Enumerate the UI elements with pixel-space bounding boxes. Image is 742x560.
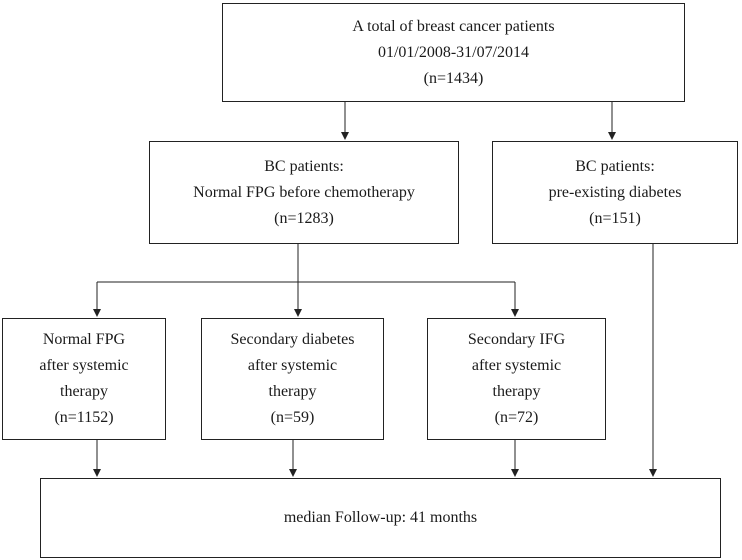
box-secondary-ifg-line-2: after systemic (471, 357, 562, 374)
box-secondary-diabetes-line-1: Secondary diabetes (230, 331, 355, 348)
box-median-followup: median Follow-up: 41 months (40, 478, 721, 558)
box-normal-fpg-before-line-2: Normal FPG before chemotherapy (193, 183, 415, 201)
box-total-line-3: (n=1434) (423, 69, 484, 87)
box-secondary-diabetes-line-3: therapy (268, 383, 317, 400)
box-total-line-1: A total of breast cancer patients (352, 17, 555, 35)
box-secondary-diabetes-line-2: after systemic (247, 357, 338, 374)
box-preexisting-diabetes: BC patients: pre-existing diabetes (n=15… (492, 141, 738, 244)
box-total-line-2: 01/01/2008-31/07/2014 (377, 43, 530, 61)
box-secondary-ifg-line-4: (n=72) (494, 409, 539, 426)
box-secondary-ifg-line-3: therapy (492, 383, 541, 400)
box-followup-line-1: median Follow-up: 41 months (283, 509, 478, 526)
box-normal-fpg-after-therapy: Normal FPG after systemic therapy (n=115… (2, 318, 166, 440)
box-preexisting-line-2: pre-existing diabetes (548, 183, 682, 201)
box-preexisting-line-3: (n=151) (589, 209, 641, 227)
box-secondary-ifg-line-1: Secondary IFG (467, 331, 566, 348)
box-normal-fpg-before-chemo: BC patients: Normal FPG before chemother… (149, 141, 459, 244)
box-secondary-ifg: Secondary IFG after systemic therapy (n=… (427, 318, 606, 440)
box-normal-fpg-after-line-2: after systemic (39, 357, 129, 374)
box-normal-fpg-before-line-1: BC patients: (264, 157, 344, 175)
box-total-patients: A total of breast cancer patients 01/01/… (222, 3, 685, 102)
box-secondary-diabetes: Secondary diabetes after systemic therap… (201, 318, 384, 440)
box-normal-fpg-after-line-4: (n=1152) (54, 409, 114, 426)
box-normal-fpg-before-line-3: (n=1283) (274, 209, 334, 227)
box-secondary-diabetes-line-4: (n=59) (270, 409, 315, 426)
box-preexisting-line-1: BC patients: (575, 157, 655, 175)
box-normal-fpg-after-line-3: therapy (60, 383, 108, 400)
box-normal-fpg-after-line-1: Normal FPG (42, 331, 126, 348)
